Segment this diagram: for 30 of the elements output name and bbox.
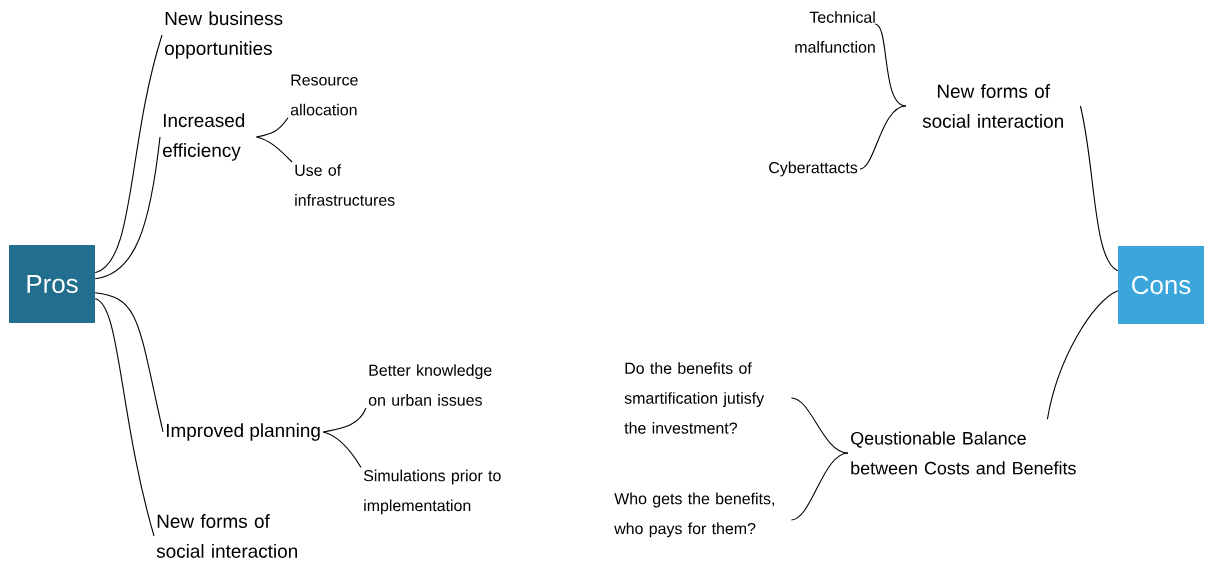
connector-curve [94, 34, 163, 274]
connector-curve [790, 452, 849, 521]
connector-curve [94, 136, 161, 280]
topic-text: Who gets the benefits, who pays for them? [614, 492, 774, 538]
topic-text: Qeustionable Balance between Costs and Benefits [851, 431, 1076, 475]
topic-text: Do the benefits of smartification jutisfy the investment? [624, 362, 765, 434]
topic-text: Simulations prior to implementation [363, 469, 501, 515]
connector-curve [322, 407, 367, 433]
topic-text: Cyberattacts [769, 161, 858, 177]
label-box: Pros [9, 245, 95, 323]
topic-text: Resource allocation [290, 74, 358, 116]
connector-curve [255, 136, 293, 163]
connector-curve [1079, 105, 1119, 272]
topic-text: Improved planning [166, 423, 320, 441]
topic-text: New business opportunities [165, 11, 283, 59]
connector-curve [874, 23, 907, 107]
connector-curve [255, 117, 289, 138]
connector-curve [1046, 290, 1119, 420]
connector-curve [94, 292, 164, 433]
connector-curve [790, 397, 849, 454]
label-box: Cons [1118, 246, 1204, 324]
topic-text: New forms of social interaction [922, 84, 1063, 128]
topic-text: Increased efficiency [163, 113, 245, 161]
topic-text: New forms of social interaction [156, 514, 297, 558]
connector-curve [322, 431, 362, 468]
topic-text: Technical malfunction [795, 11, 875, 53]
topic-text: Better knowledge on urban issues [368, 364, 492, 406]
topic-text: Use of infrastructures [295, 164, 395, 206]
connector-curve [859, 105, 907, 170]
connector-curve [94, 298, 155, 537]
